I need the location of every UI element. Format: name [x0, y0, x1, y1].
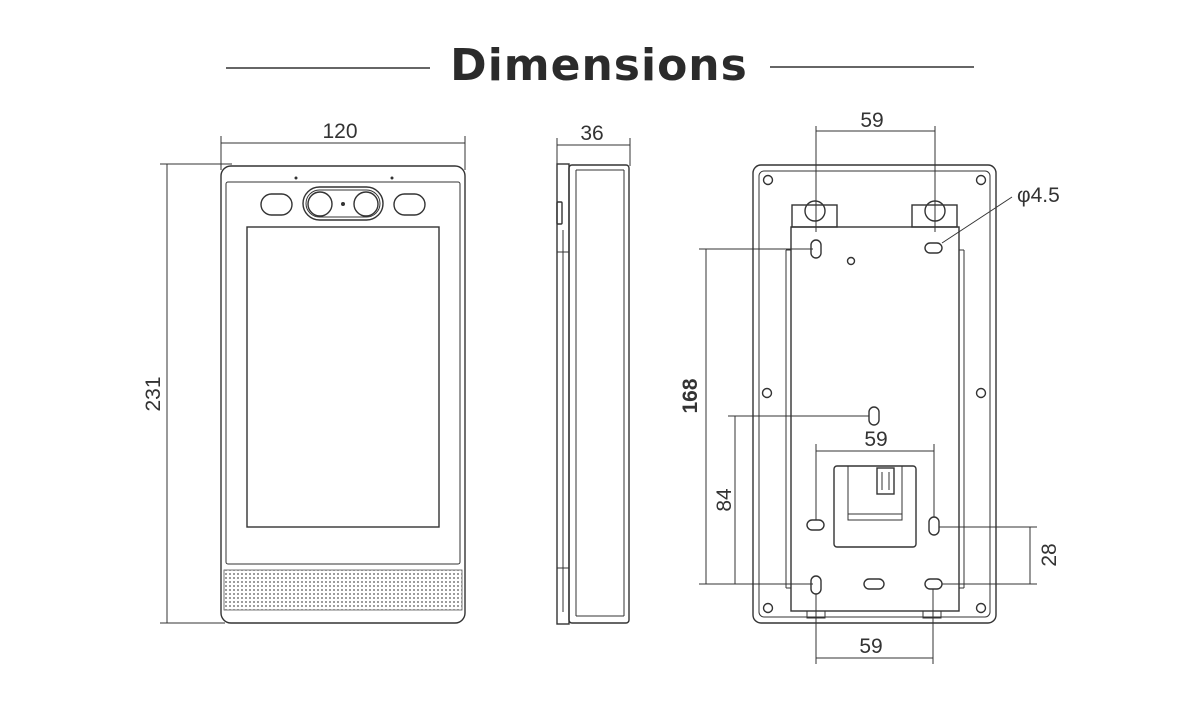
back-view: 59 [679, 109, 1061, 664]
back-housing [752, 164, 997, 624]
back-bottom-spacing-label: 59 [859, 635, 882, 658]
front-screen [246, 226, 440, 528]
back-middle-spacing-label: 59 [864, 428, 887, 451]
back-right-vertical-label: 28 [1038, 543, 1061, 566]
page-title: Dimensions [450, 40, 748, 91]
mount-hook-left-hole-icon [804, 200, 826, 222]
back-28-dimension: 28 [939, 526, 1061, 585]
back-168-dimension: 168 [679, 248, 813, 585]
side-view: 36 [556, 122, 631, 625]
slot-lower-left [806, 519, 825, 531]
hole-diameter-label: φ4.5 [1017, 184, 1060, 207]
front-height-label: 231 [142, 376, 165, 411]
mounting-plate [790, 226, 960, 612]
back-bottom-spacing-dimension: 59 [815, 589, 934, 664]
front-housing [220, 165, 466, 624]
mount-hook-right-hole-icon [924, 200, 946, 222]
back-top-spacing-dimension: 59 [815, 109, 936, 232]
screw-mid-left-icon [761, 387, 773, 399]
side-body [568, 164, 630, 624]
plate-tab-right [922, 610, 942, 619]
mount-hook-right [911, 204, 958, 228]
side-depth-label: 36 [580, 122, 603, 145]
screw-top-left-icon [762, 174, 774, 186]
front-view: 120 231 [142, 120, 466, 624]
camera-indicator-dot [341, 202, 345, 206]
back-middle-spacing-dimension: 59 [815, 428, 935, 520]
mount-hook-left [791, 204, 838, 228]
camera-lens-left-icon [307, 191, 333, 217]
screw-top-right-icon [975, 174, 987, 186]
front-width-dimension: 120 [220, 120, 466, 170]
ir-sensor-right [393, 193, 426, 216]
connector-cutout [833, 465, 917, 548]
front-mic-dot-right [390, 176, 394, 180]
back-vertical-spacing-label: 168 [679, 378, 702, 413]
slot-center [868, 406, 880, 426]
screw-bottom-right-icon [975, 602, 987, 614]
slot-bottom-left [810, 575, 822, 595]
camera-module [302, 186, 384, 221]
ir-sensor-left [260, 193, 293, 216]
slot-bottom-center [863, 578, 885, 590]
slot-top-right [924, 242, 943, 254]
screw-bottom-left-icon [762, 602, 774, 614]
camera-lens-right-icon [353, 191, 379, 217]
hole-diameter-callout: φ4.5 [941, 184, 1060, 244]
side-depth-dimension: 36 [556, 122, 631, 166]
slot-lower-right [928, 516, 940, 536]
title-group: Dimensions [226, 40, 974, 91]
slot-bottom-right [924, 578, 943, 590]
screw-mid-right-icon [975, 387, 987, 399]
front-width-label: 120 [322, 120, 357, 143]
speaker-grille [223, 569, 463, 611]
front-mic-dot-left [294, 176, 298, 180]
front-height-dimension: 231 [142, 163, 232, 624]
back-top-spacing-label: 59 [860, 109, 883, 132]
plate-hole-icon [846, 256, 856, 266]
front-bezel [225, 181, 461, 565]
connector-port [876, 467, 895, 495]
side-button [556, 201, 563, 225]
back-lower-vertical-label: 84 [713, 488, 736, 512]
back-84-dimension: 84 [713, 415, 869, 584]
